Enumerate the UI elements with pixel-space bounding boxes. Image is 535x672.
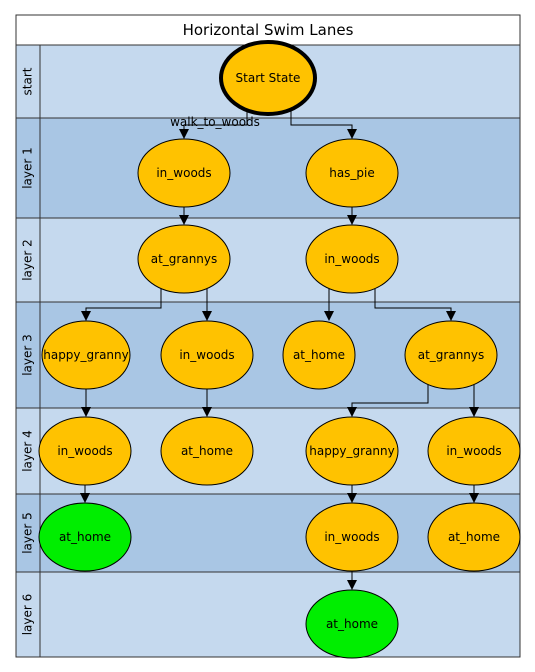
state-label: at_home (293, 348, 345, 362)
transition-n2b-to-n3d (374, 289, 456, 321)
state-node-n3b[interactable]: in_woods (160, 320, 254, 390)
state-ellipse (38, 502, 132, 572)
transition-start-to-n1b (290, 108, 357, 139)
swimlane-label: layer 1 (21, 147, 35, 189)
state-node-n5b[interactable]: in_woods (305, 502, 399, 572)
state-ellipse (41, 320, 131, 390)
diagram-title-bar (15, 14, 521, 46)
swimlane-label: layer 4 (21, 430, 35, 472)
state-node-n4c[interactable]: happy_granny (305, 416, 399, 486)
swimlane-label: layer 6 (21, 594, 35, 636)
state-node-n1a[interactable]: in_woods (137, 138, 231, 208)
state-label: at_home (59, 530, 111, 544)
state-ellipse (404, 320, 498, 390)
state-ellipse (38, 416, 132, 486)
state-node-n2a[interactable]: at_grannys (137, 224, 231, 294)
swimlane-label: layer 5 (21, 512, 35, 554)
state-node-n3c[interactable]: at_home (282, 320, 356, 390)
state-label: in_woods (446, 444, 501, 458)
swimlane-label: layer 3 (21, 334, 35, 376)
state-ellipse (305, 502, 399, 572)
state-node-n2b[interactable]: in_woods (305, 224, 399, 294)
state-label: in_woods (156, 166, 211, 180)
state-node-n3d[interactable]: at_grannys (404, 320, 498, 390)
state-ellipse (305, 224, 399, 294)
state-label: in_woods (324, 530, 379, 544)
state-ellipse (427, 502, 521, 572)
state-ellipse (305, 138, 399, 208)
state-label: happy_granny (309, 444, 395, 458)
state-label: in_woods (324, 252, 379, 266)
state-label: in_woods (179, 348, 234, 362)
state-label: happy_granny (43, 348, 129, 362)
state-ellipse (305, 589, 399, 659)
state-label: Start State (236, 71, 301, 85)
transition-label: walk_to_woods (170, 115, 260, 129)
state-node-n5c[interactable]: at_home (427, 502, 521, 572)
state-label: at_home (448, 530, 500, 544)
state-ellipse (427, 416, 521, 486)
state-ellipse (282, 320, 356, 390)
state-node-n4d[interactable]: in_woods (427, 416, 521, 486)
state-node-n1b[interactable]: has_pie (305, 138, 399, 208)
state-node-n4a[interactable]: in_woods (38, 416, 132, 486)
state-label: at_grannys (418, 348, 485, 362)
swimlane-l6 (15, 571, 521, 658)
diagram-title: Horizontal Swim Lanes (183, 21, 354, 39)
state-ellipse (137, 224, 231, 294)
state-node-n6a[interactable]: at_home (305, 589, 399, 659)
state-label: at_home (181, 444, 233, 458)
swimlane-label: layer 2 (21, 239, 35, 281)
state-label: in_woods (57, 444, 112, 458)
state-node-n4b[interactable]: at_home (160, 416, 254, 486)
state-ellipse (137, 138, 231, 208)
state-ellipse (219, 40, 317, 116)
state-ellipse (160, 320, 254, 390)
state-label: has_pie (329, 166, 375, 180)
state-node-n5a[interactable]: at_home (38, 502, 132, 572)
state-label: at_grannys (151, 252, 218, 266)
swimlane-l2 (15, 217, 521, 303)
state-ellipse (305, 416, 399, 486)
transition-n3d-to-n4c (347, 384, 429, 417)
state-node-n3a[interactable]: happy_granny (41, 320, 131, 390)
swimlane-label: start (21, 67, 35, 95)
swimlane-l1 (15, 117, 521, 219)
state-ellipse (160, 416, 254, 486)
start-state-node[interactable]: Start State (219, 40, 317, 116)
state-label: at_home (326, 617, 378, 631)
transition-n2a-to-n3a (81, 289, 162, 321)
